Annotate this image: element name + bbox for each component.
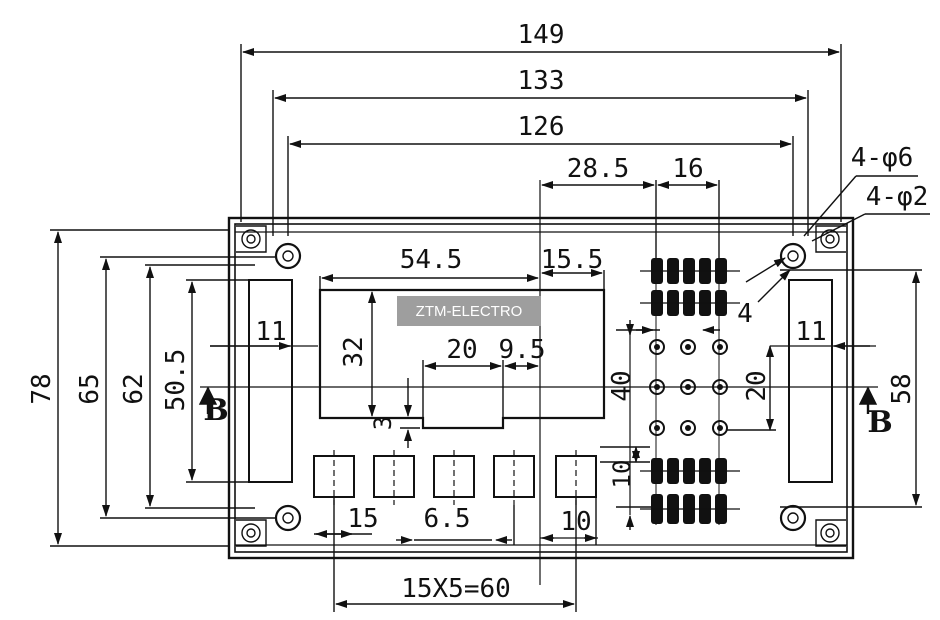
dim-button-offset: 10 (560, 507, 591, 537)
dim-hole-small: 4-φ2 (866, 182, 929, 212)
dim-window-width: 54.5 (400, 245, 463, 275)
dim-side-slot-right: 11 (795, 317, 826, 347)
dim-mount-width: 133 (518, 66, 565, 96)
dim-pin-block-height: 40 (607, 370, 637, 401)
dim-notch-depth: 3 (369, 416, 397, 430)
dim-slot-height: 50.5 (161, 349, 191, 412)
dim-button-width: 15 (347, 504, 378, 534)
dim-inner-height: 62 (119, 373, 149, 404)
dim-pin-row-gap: 10 (608, 460, 636, 489)
dim-notch-offset: 9.5 (499, 335, 546, 365)
dim-hole-large: 4-φ6 (851, 143, 914, 173)
section-label-left: B (203, 393, 228, 428)
dim-terminal-pitch: 16 (672, 154, 703, 184)
dim-inner-width: 126 (518, 112, 565, 142)
dim-right-height: 58 (887, 373, 917, 404)
dim-overall-height: 78 (27, 373, 57, 404)
dim-pin-grid-spacing: 20 (742, 370, 772, 401)
brand-watermark-box (397, 296, 541, 326)
dim-window-height: 32 (339, 336, 369, 367)
dim-button-gap: 6.5 (424, 504, 471, 534)
dim-mount-height: 65 (75, 373, 105, 404)
dim-notch-width: 20 (446, 335, 477, 365)
dim-overall-width: 149 (518, 20, 565, 50)
dim-pin-spacing-small: 4 (737, 299, 753, 329)
dim-side-slot-left: 11 (255, 317, 286, 347)
section-label-right: B (867, 405, 892, 440)
dim-button-pitch-total: 15X5=60 (401, 574, 511, 604)
dim-terminal-offset: 28.5 (567, 154, 630, 184)
dim-window-offset: 15.5 (541, 245, 604, 275)
brand-watermark-text: ZTM-ELECTRO (416, 303, 523, 320)
